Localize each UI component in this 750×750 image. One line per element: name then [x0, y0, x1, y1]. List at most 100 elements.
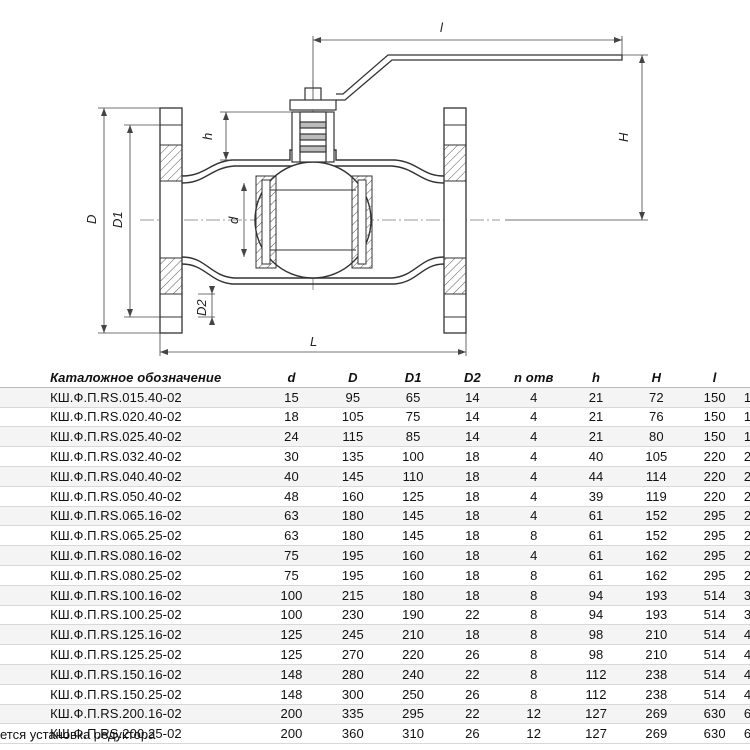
value-cell: 125 — [261, 624, 322, 646]
row-edge-partial-cell: 2 — [743, 565, 750, 586]
row-edge-partial-cell: 4 — [743, 684, 750, 705]
value-cell: 18 — [442, 506, 503, 527]
value-cell: 8 — [502, 624, 565, 646]
value-cell: 12 — [502, 723, 565, 745]
value-cell: 18 — [442, 565, 503, 586]
row-edge-partial-cell: 2 — [743, 486, 750, 507]
row-edge-cell — [0, 624, 15, 646]
value-cell: 240 — [383, 664, 443, 685]
value-cell: 21 — [564, 387, 628, 408]
value-cell: 4 — [502, 486, 565, 507]
catalog-cell: КШ.Ф.П.RS.032.40-02 — [14, 446, 262, 467]
value-cell: 4 — [502, 545, 565, 566]
value-cell: 63 — [261, 525, 322, 547]
catalog-cell: КШ.Ф.П.RS.150.16-02 — [14, 664, 262, 685]
row-edge-partial-cell: 2 — [743, 446, 750, 467]
valve-drawing: l H h D D1 D2 d L — [84, 20, 648, 356]
value-cell: 335 — [321, 704, 384, 725]
seats — [255, 175, 373, 269]
value-cell: 65 — [383, 387, 443, 408]
value-cell: 26 — [442, 723, 503, 745]
value-cell: 220 — [685, 466, 744, 487]
value-cell: 26 — [442, 684, 503, 705]
value-cell: 112 — [564, 664, 628, 685]
value-cell: 180 — [321, 525, 384, 547]
dimension-lines — [98, 36, 648, 356]
row-edge-cell — [0, 387, 15, 408]
value-cell: 200 — [261, 723, 322, 745]
catalog-cell: КШ.Ф.П.RS.200.16-02 — [14, 704, 262, 725]
value-cell: 310 — [383, 723, 443, 745]
value-cell: 280 — [321, 664, 384, 685]
value-cell: 200 — [261, 704, 322, 725]
value-cell: 4 — [502, 506, 565, 527]
dim-label-d: d — [226, 216, 241, 224]
value-cell: 48 — [261, 486, 322, 507]
catalog-cell: КШ.Ф.П.RS.025.40-02 — [14, 426, 262, 448]
value-cell: 8 — [502, 525, 565, 547]
value-cell: 295 — [685, 545, 744, 566]
row-edge-partial-cell: 3 — [743, 605, 750, 626]
row-edge-partial-cell: 6 — [743, 723, 750, 745]
value-cell: 150 — [685, 407, 744, 428]
value-cell: 100 — [261, 585, 322, 606]
value-cell: 160 — [321, 486, 384, 507]
row-edge-partial-cell: 4 — [743, 624, 750, 646]
value-cell: 98 — [564, 624, 628, 646]
value-cell: 220 — [685, 486, 744, 507]
value-cell: 72 — [627, 387, 686, 408]
row-edge-cell — [0, 426, 15, 448]
value-cell: 61 — [564, 525, 628, 547]
dim-label-l: l — [440, 20, 444, 35]
value-cell: 95 — [321, 387, 384, 408]
catalog-cell: КШ.Ф.П.RS.080.25-02 — [14, 565, 262, 586]
row-edge-cell — [0, 506, 15, 527]
header-d: d — [261, 368, 322, 388]
value-cell: 85 — [383, 426, 443, 448]
value-cell: 514 — [685, 644, 744, 665]
value-cell: 8 — [502, 565, 565, 586]
row-edge-cell — [0, 466, 15, 487]
row-edge-cell — [0, 407, 15, 428]
catalog-cell: КШ.Ф.П.RS.080.16-02 — [14, 545, 262, 566]
value-cell: 76 — [627, 407, 686, 428]
catalog-cell: КШ.Ф.П.RS.050.40-02 — [14, 486, 262, 507]
value-cell: 4 — [502, 446, 565, 467]
value-cell: 162 — [627, 545, 686, 566]
value-cell: 295 — [685, 565, 744, 586]
value-cell: 75 — [261, 565, 322, 586]
value-cell: 12 — [502, 704, 565, 725]
catalog-cell: КШ.Ф.П.RS.015.40-02 — [14, 387, 262, 408]
row-edge-partial-cell: 1 — [743, 426, 750, 448]
row-edge-cell — [0, 585, 15, 606]
value-cell: 250 — [383, 684, 443, 705]
value-cell: 94 — [564, 585, 628, 606]
value-cell: 125 — [383, 486, 443, 507]
value-cell: 8 — [502, 684, 565, 705]
value-cell: 162 — [627, 565, 686, 586]
left-flange — [159, 107, 183, 334]
header-D2: D2 — [442, 368, 503, 388]
right-flange — [443, 107, 467, 334]
row-edge-cell — [0, 486, 15, 507]
row-edge-partial-cell: 4 — [743, 644, 750, 665]
value-cell: 150 — [685, 426, 744, 448]
value-cell: 295 — [685, 525, 744, 547]
table-header-row: Каталожное обозначение d D D1 D2 n отв h… — [0, 368, 750, 388]
value-cell: 215 — [321, 585, 384, 606]
value-cell: 238 — [627, 684, 686, 705]
value-cell: 105 — [321, 407, 384, 428]
value-cell: 270 — [321, 644, 384, 665]
row-edge-partial-cell: 1 — [743, 407, 750, 428]
value-cell: 94 — [564, 605, 628, 626]
